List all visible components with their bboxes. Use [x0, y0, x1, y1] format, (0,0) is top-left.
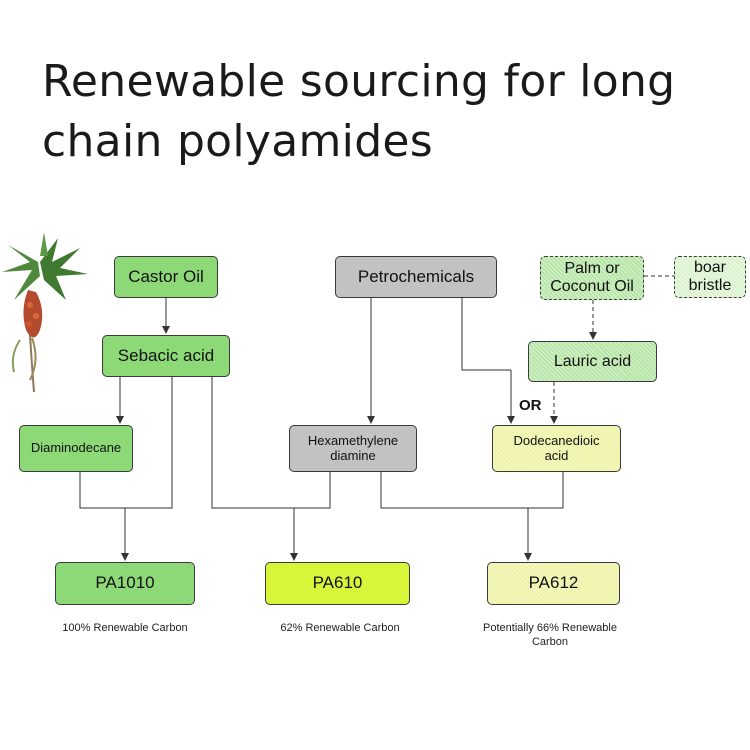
pa1010-label: PA1010: [95, 573, 155, 593]
pa612-node: PA612: [487, 562, 620, 605]
pa1010-node: PA1010: [55, 562, 195, 605]
palm-coconut-line2: Coconut Oil: [550, 278, 634, 295]
page-title: Renewable sourcing for long chain polyam…: [42, 56, 676, 167]
boar-bristle-line1: boar: [693, 259, 727, 277]
dodecanedioic-line1: Dodecanedioic: [513, 433, 600, 449]
dodecanedioic-line2: acid: [544, 447, 569, 463]
pa610-caption-text: 62% Renewable Carbon: [280, 622, 400, 634]
pa1010-caption-text: 100% Renewable Carbon: [62, 622, 188, 634]
diaminodecane-label: Diaminodecane: [30, 440, 122, 456]
palm-coconut-oil-node: Palm or Coconut Oil: [540, 256, 644, 300]
petrochemicals-node: Petrochemicals: [335, 256, 497, 298]
pa610-node: PA610: [265, 562, 410, 605]
hexamethylene-line1: Hexamethylene: [307, 433, 399, 449]
pa610-label: PA610: [312, 573, 363, 593]
pa612-label: PA612: [528, 573, 579, 593]
petrochemicals-label: Petrochemicals: [357, 266, 475, 286]
sebacic-acid-node: Sebacic acid: [102, 335, 230, 377]
castor-plant-icon: [2, 232, 88, 393]
pa612-caption-line1: Potentially 66% Renewable: [483, 622, 617, 634]
castor-oil-node: Castor Oil: [114, 256, 218, 298]
or-label: OR: [519, 397, 542, 414]
sebacic-acid-label: Sebacic acid: [117, 345, 215, 365]
diaminodecane-node: Diaminodecane: [19, 425, 133, 472]
lauric-acid-node: Lauric acid: [528, 341, 657, 382]
castor-oil-label: Castor Oil: [128, 266, 204, 286]
lauric-acid-label: Lauric acid: [553, 352, 632, 370]
boar-bristle-node: boar bristle: [674, 256, 746, 298]
palm-coconut-line1: Palm or: [564, 260, 620, 278]
hexamethylene-line2: diamine: [330, 447, 376, 463]
dodecanedioic-acid-node: Dodecanedioic acid: [492, 425, 621, 472]
hexamethylene-diamine-node: Hexamethylene diamine: [289, 425, 417, 472]
pa610-caption: 62% Renewable Carbon: [255, 622, 425, 636]
boar-bristle-line2: bristle: [688, 277, 732, 294]
pa612-caption-line2: Carbon: [531, 635, 569, 648]
pa1010-caption: 100% Renewable Carbon: [40, 622, 210, 636]
pa612-caption: Potentially 66% Renewable Carbon: [460, 622, 640, 650]
